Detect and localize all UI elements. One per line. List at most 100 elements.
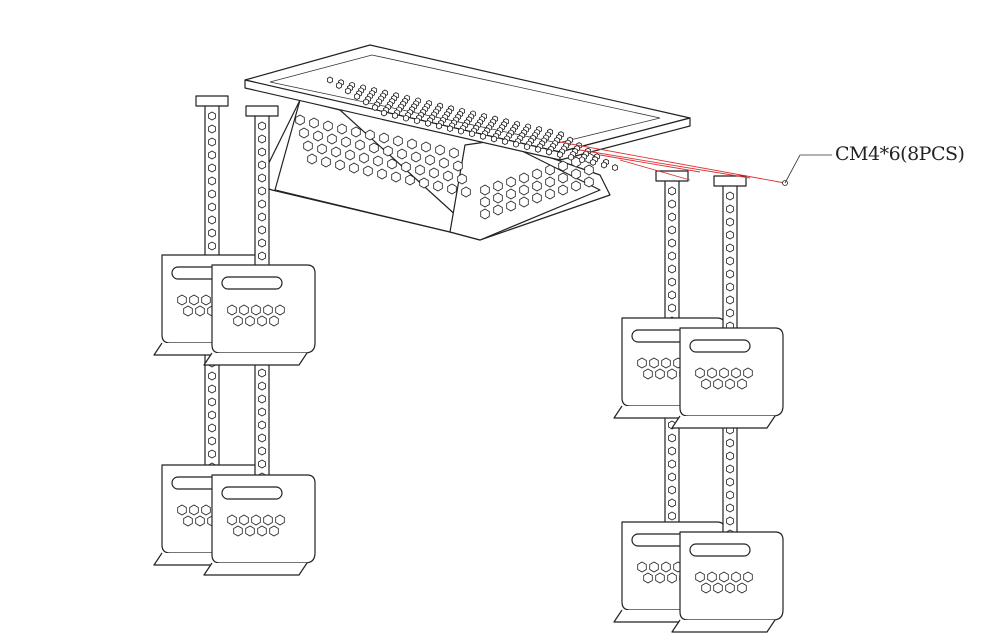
hex-cutout: [668, 290, 676, 300]
hex-cutout: [393, 135, 403, 147]
hex-cutout: [258, 394, 266, 404]
hex-cutout: [208, 124, 216, 134]
hex-cutout: [524, 143, 530, 151]
hex-cutout: [661, 357, 671, 369]
hex-cutout: [545, 164, 555, 176]
hex-cutout: [295, 114, 305, 126]
hex-cutout: [479, 132, 487, 140]
hex-cutout: [707, 571, 717, 583]
hex-cutout: [661, 561, 671, 573]
hex-cutout: [726, 503, 734, 513]
hex-cutout: [558, 184, 568, 196]
hex-cutout: [667, 368, 677, 380]
hex-cutout: [590, 158, 596, 166]
hex-cutout: [359, 152, 369, 164]
shelf-bracket: [671, 327, 784, 429]
hex-cutout: [208, 111, 216, 121]
hex-cutout: [519, 196, 529, 208]
hex-cutout: [493, 192, 503, 204]
hex-cutout: [344, 87, 352, 95]
hex-cutout: [532, 192, 542, 204]
hex-cutout: [726, 204, 734, 214]
hex-cutout: [345, 149, 355, 161]
hex-cutout: [189, 294, 199, 306]
hex-cutout: [457, 127, 465, 135]
hex-cutout: [317, 143, 327, 155]
hex-cutout: [726, 438, 734, 448]
hex-cutout: [257, 525, 267, 537]
hex-cutout: [245, 315, 255, 327]
hex-cutout: [535, 145, 541, 153]
hex-cutout: [637, 561, 647, 573]
hex-cutout: [668, 212, 676, 222]
hex-cutout: [668, 472, 676, 482]
hex-cutout: [379, 132, 389, 144]
hex-basket: [257, 99, 611, 241]
hex-cutout: [519, 184, 529, 196]
hex-cutout: [424, 119, 432, 127]
hex-cutout: [439, 157, 449, 169]
hex-cutout: [177, 504, 187, 516]
hex-cutout: [545, 176, 555, 188]
hex-cutout: [668, 459, 676, 469]
hex-cutout: [557, 151, 563, 159]
hex-cutout: [726, 230, 734, 240]
hex-cutout: [668, 186, 676, 196]
hex-cutout: [668, 303, 676, 313]
hex-cutout: [668, 446, 676, 456]
screw-guide-lines: [559, 141, 788, 186]
hex-cutout: [258, 160, 266, 170]
hex-cutout: [299, 127, 309, 139]
hex-cutout: [208, 163, 216, 173]
hex-cutout: [335, 82, 343, 89]
hex-cutout: [713, 378, 723, 390]
hex-cutout: [743, 367, 753, 379]
hex-cutout: [258, 407, 266, 417]
callout-leader-line: [784, 154, 832, 184]
hex-cutout: [726, 295, 734, 305]
hex-cutout: [258, 225, 266, 235]
hex-cutout: [258, 199, 266, 209]
hex-cutout: [321, 156, 331, 168]
hex-cutout: [239, 514, 249, 526]
hex-cutout: [737, 582, 747, 594]
hex-cutout: [251, 304, 261, 316]
hex-cutout: [668, 433, 676, 443]
hex-cutout: [719, 571, 729, 583]
hex-cutout: [245, 525, 255, 537]
hex-cutout: [655, 572, 665, 584]
hex-cutout: [668, 498, 676, 508]
hex-cutout: [695, 367, 705, 379]
hex-cutout: [331, 146, 341, 158]
hex-cutout: [195, 305, 205, 317]
hex-cutout: [313, 130, 323, 142]
hex-cutout: [380, 109, 388, 117]
hex-cutout: [263, 304, 273, 316]
hex-cutout: [407, 138, 417, 150]
hex-cutout: [365, 129, 375, 141]
hex-cutout: [425, 154, 435, 166]
hex-cutout: [189, 504, 199, 516]
hex-cutout: [726, 243, 734, 253]
hex-cutout: [258, 186, 266, 196]
hex-cutout: [303, 140, 313, 152]
hex-cutout: [707, 367, 717, 379]
hex-cutout: [208, 436, 216, 446]
hex-cutout: [419, 177, 429, 189]
hex-cutout: [493, 180, 503, 192]
hex-cutout: [726, 464, 734, 474]
hex-cutout: [337, 123, 347, 135]
hex-cutout: [415, 164, 425, 176]
hex-cutout: [183, 305, 193, 317]
hex-cutout: [532, 168, 542, 180]
hex-cutout: [258, 147, 266, 157]
hex-cutout: [571, 180, 581, 192]
top-tray: [244, 44, 691, 172]
hex-cutout: [558, 172, 568, 184]
hex-cutout: [353, 93, 361, 100]
hex-cutout: [387, 158, 397, 170]
hex-cutout: [480, 196, 490, 208]
hex-cutout: [649, 561, 659, 573]
hex-cutout: [668, 225, 676, 235]
hex-cutout: [257, 315, 267, 327]
